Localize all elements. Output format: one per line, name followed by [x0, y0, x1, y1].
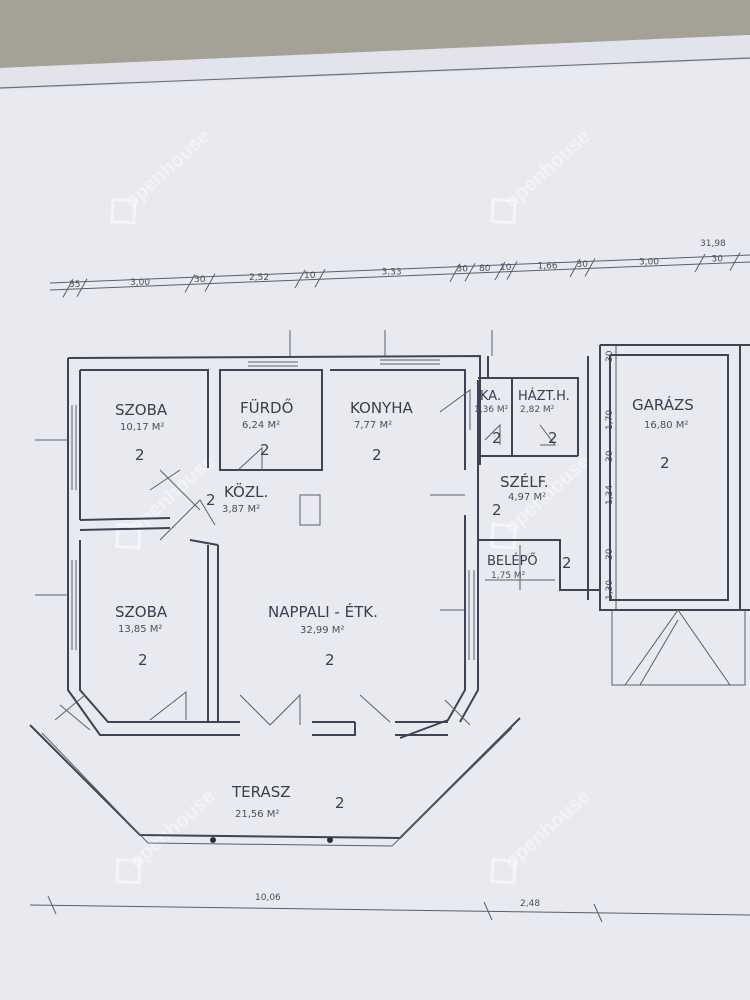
dimension-label: 30 [577, 260, 589, 270]
dimension-label: 30 [712, 255, 724, 265]
room-konyha: KONYHA 7,77 M² 2 [350, 399, 413, 464]
room-name: BELÉPŐ [487, 553, 538, 569]
room-floor-code: 2 [335, 794, 345, 812]
room-haztartasi: HÁZT.H. 2,82 M² 2 [518, 388, 570, 447]
dimension-tick [494, 261, 506, 281]
paper-sheet [0, 35, 750, 1000]
dimension-label: 35 [69, 280, 80, 290]
room-szelfogo: SZÉLF. 4,97 M² 2 [492, 472, 549, 519]
room-name: FÜRDŐ [240, 397, 293, 417]
room-name: SZOBA [115, 401, 168, 419]
room-belepo: BELÉPŐ 1,75 M² 2 [487, 553, 572, 581]
dimension-tick [204, 273, 216, 292]
dimension-label: 10 [304, 271, 316, 281]
room-area: 4,97 M² [508, 492, 546, 503]
dimension-tick [294, 269, 306, 289]
room-nappali-etkezo: NAPPALI - ÉTK. 32,99 M² 2 [268, 602, 378, 669]
room-szoba-1: SZOBA 10,17 M² 2 [115, 401, 168, 464]
bottom-dimension-line: 10,06 2,48 [29, 893, 750, 923]
room-floor-code: 2 [138, 651, 148, 669]
dimension-tick [729, 252, 741, 271]
dimension-tick [569, 258, 581, 278]
room-floor-code: 2 [325, 651, 335, 669]
dimension-tick [184, 274, 196, 293]
dimension-label: 1,66 [538, 262, 558, 272]
room-furdo: FÜRDŐ 6,24 M² 2 [240, 397, 293, 459]
room-area: 6,24 M² [242, 420, 280, 431]
room-name: GARÁZS [632, 395, 694, 414]
room-area: 13,85 M² [118, 624, 162, 635]
dimension-tick [449, 263, 461, 283]
room-szoba-2: SZOBA 13,85 M² 2 [115, 603, 168, 669]
room-name: SZOBA [115, 603, 168, 621]
dimension-tick [694, 253, 706, 273]
room-floor-code: 2 [206, 491, 216, 509]
door-swings [35, 330, 556, 731]
room-area: 1,36 M² [474, 405, 509, 415]
room-name: KA. [480, 389, 501, 404]
room-floor-code: 2 [135, 446, 145, 464]
room-floor-code: 2 [660, 454, 670, 472]
room-name: NAPPALI - ÉTK. [268, 602, 378, 621]
dimension-label: 80 [479, 264, 491, 274]
room-area: 2,82 M² [520, 405, 555, 415]
room-floor-code: 2 [548, 429, 558, 447]
room-area: 3,87 M² [222, 504, 260, 515]
room-name: KONYHA [350, 399, 413, 417]
dimension-tick [314, 268, 326, 288]
dimension-label: 2,48 [520, 899, 540, 909]
room-area: 32,99 M² [300, 625, 344, 636]
dimension-label: 3,00 [639, 257, 659, 267]
dimension-tick [76, 278, 88, 297]
dimension-label: 10 [500, 263, 512, 273]
room-name: SZÉLF. [500, 472, 549, 491]
total-dimension-label: 31,98 [700, 239, 726, 249]
room-area: 7,77 M² [354, 420, 392, 431]
top-border-line [0, 57, 750, 89]
room-area: 21,56 M² [235, 809, 279, 820]
room-kozlekedo: KÖZL. 3,87 M² 2 [206, 482, 268, 515]
dimension-label: 30 [194, 275, 206, 285]
room-garazs: GARÁZS 16,80 M² 2 [632, 395, 694, 472]
room-floor-code: 2 [260, 441, 270, 459]
room-area: 1,75 M² [491, 571, 526, 581]
dimension-tick [506, 261, 518, 280]
dimension-label: 2,52 [249, 273, 269, 283]
room-name: HÁZT.H. [518, 388, 570, 404]
room-area: 10,17 M² [120, 422, 164, 433]
dimension-label: 30 [457, 265, 469, 275]
dimension-label: 3,00 [130, 278, 150, 288]
room-terasz: TERASZ 21,56 M² 2 [231, 783, 345, 820]
dimension-tick [584, 258, 596, 277]
walls [29, 344, 750, 847]
room-kamra: KA. 1,36 M² 2 [474, 389, 509, 447]
room-floor-code: 2 [492, 501, 502, 519]
dimension-tick [464, 262, 476, 282]
room-area: 16,80 M² [644, 420, 688, 431]
room-name: TERASZ [231, 783, 291, 801]
dimension-label: 3,33 [382, 268, 402, 278]
room-floor-code: 2 [492, 429, 502, 447]
room-name: KÖZL. [224, 482, 268, 501]
room-floor-code: 2 [562, 554, 572, 572]
dimension-tick [62, 279, 74, 298]
room-labels: SZOBA 10,17 M² 2 FÜRDŐ 6,24 M² 2 KONYHA … [115, 388, 694, 820]
top-dimension-line: 35 3,00 30 2,52 10 3,33 30 80 10 1,66 30 3,00 30 31,… [49, 239, 750, 298]
dimension-label: 10,06 [255, 893, 281, 903]
room-floor-code: 2 [372, 446, 382, 464]
